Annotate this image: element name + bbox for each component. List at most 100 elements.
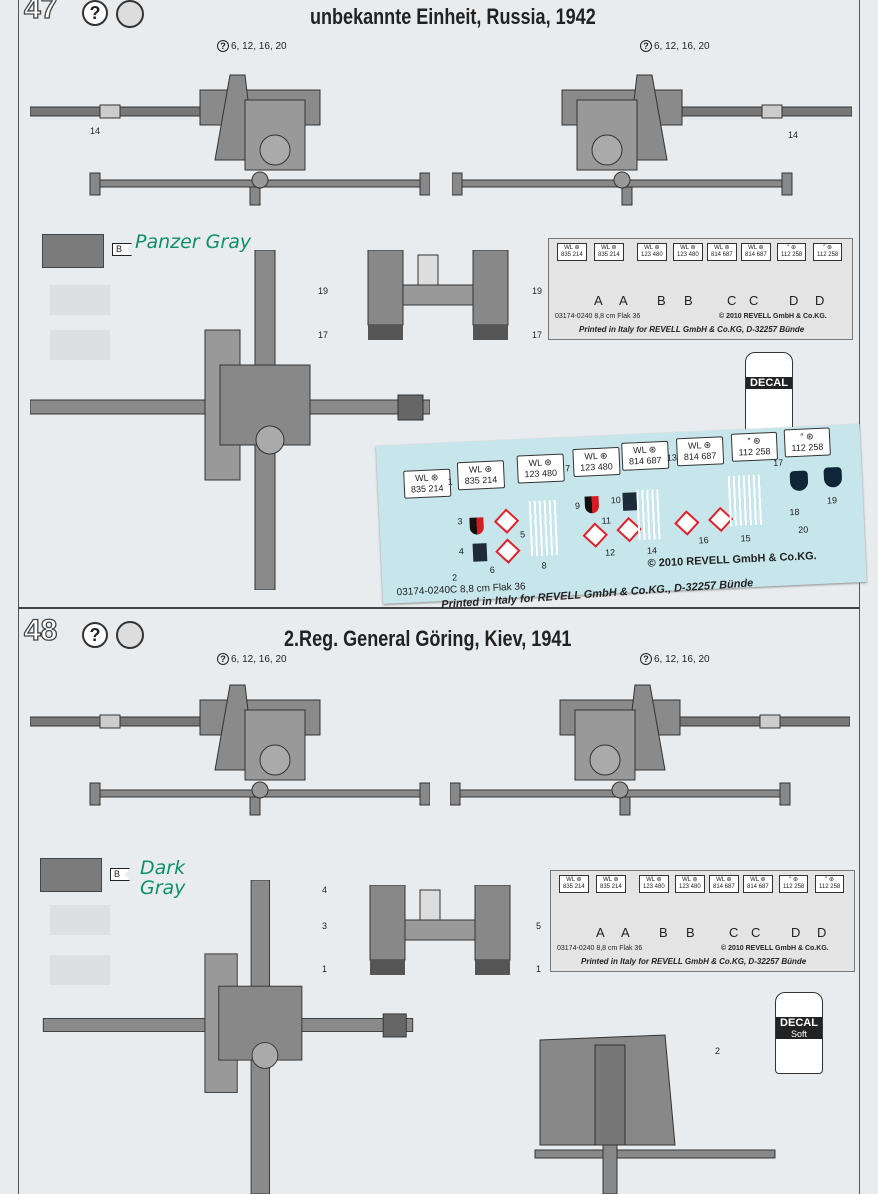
decal-callout-left: ?6, 12, 16, 20 bbox=[217, 40, 287, 52]
faded-swatch bbox=[50, 955, 110, 985]
decal-number: 7 bbox=[564, 463, 571, 474]
stripe-decal bbox=[528, 499, 560, 557]
decal-plate: WL ⊛ 814 687 bbox=[621, 440, 669, 471]
decal-plate: ″ ⊛ 112 258 bbox=[730, 431, 778, 462]
decal-number: 6 bbox=[489, 564, 495, 575]
faded-swatch bbox=[50, 285, 110, 315]
bottle-label: DECAL bbox=[746, 377, 792, 389]
decal-letter: A bbox=[596, 925, 605, 940]
decal-number: 16 bbox=[698, 535, 709, 546]
section-title: unbekannte Einheit, Russia, 1942 bbox=[310, 4, 596, 29]
diamond-decal bbox=[493, 508, 520, 534]
diamond-decal bbox=[674, 510, 700, 536]
step-number: 47 bbox=[23, 0, 58, 26]
stripe-decal bbox=[727, 474, 764, 527]
cuff-title-decal bbox=[823, 466, 843, 488]
decal-letter: B bbox=[684, 293, 693, 308]
decal-plate: WL ⊛ 835 214 bbox=[559, 875, 589, 893]
decal-plate: WL ⊛ 835 214 bbox=[596, 875, 626, 893]
decal-plate: WL ⊛ 814 687 bbox=[741, 243, 771, 261]
decal-plate: ″ ⊛ 112 258 bbox=[779, 875, 809, 893]
decal-letter: D bbox=[789, 293, 799, 308]
page-frame bbox=[18, 0, 860, 1194]
decal-number: 13 bbox=[666, 452, 678, 463]
decal-number: 11 bbox=[601, 515, 612, 526]
part-label: 17 bbox=[532, 330, 543, 340]
decal-plate: WL ⊛ 835 214 bbox=[557, 243, 587, 261]
decal-plate: WL ⊛ 814 687 bbox=[675, 436, 724, 467]
decal-number: 8 bbox=[541, 560, 547, 571]
gun-side-view-right bbox=[450, 665, 850, 825]
decal-printed: Printed in Italy for REVELL GmbH & Co.KG… bbox=[579, 325, 805, 334]
decal-plate: WL ⊛ 123 480 bbox=[516, 453, 565, 484]
part-label: 4 bbox=[322, 885, 328, 895]
section-title: 2.Reg. General Göring, Kiev, 1941 bbox=[284, 626, 572, 651]
gun-rear-view bbox=[534, 1034, 776, 1194]
decal-plate: WL ⊛ 835 214 bbox=[403, 468, 451, 499]
decal-letter: C bbox=[751, 925, 761, 940]
decal-letter: C bbox=[727, 293, 737, 308]
bottle-label: DECAL bbox=[776, 1017, 822, 1029]
help-icon: ? bbox=[82, 622, 108, 648]
part-label: 14 bbox=[90, 126, 101, 136]
decal-number: 12 bbox=[604, 547, 616, 558]
decal-plate: WL ⊛ 123 480 bbox=[675, 875, 705, 893]
part-label: 1 bbox=[322, 964, 328, 974]
shield-decal bbox=[584, 495, 600, 514]
decal-soft-bottle: DECAL bbox=[745, 352, 793, 432]
decal-plate: WL ⊛ 814 687 bbox=[743, 875, 773, 893]
decal-plate: WL ⊛ 814 687 bbox=[709, 875, 739, 893]
decal-plate: WL ⊛ 835 214 bbox=[456, 460, 505, 491]
paint-swatch bbox=[42, 234, 104, 268]
decal-letter: A bbox=[619, 293, 628, 308]
decal-letter: A bbox=[594, 293, 603, 308]
gun-front-view bbox=[358, 250, 518, 340]
decal-copyright: © 2010 REVELL GmbH & Co.KG. bbox=[719, 313, 827, 320]
diamond-decal bbox=[495, 538, 521, 564]
part-label: 3 bbox=[322, 921, 328, 931]
decal-callout-left: ?6, 12, 16, 20 bbox=[217, 653, 287, 665]
paint-swatch bbox=[40, 858, 102, 892]
shield-decal bbox=[469, 517, 485, 535]
decal-number: 15 bbox=[740, 533, 751, 544]
help-icon: ? bbox=[82, 0, 108, 26]
decal-number: 4 bbox=[458, 546, 465, 557]
decal-number: 17 bbox=[772, 457, 784, 468]
decal-number: 2 bbox=[451, 572, 458, 583]
decal-plate: WL ⊛ 123 480 bbox=[637, 243, 667, 261]
assembly-icon bbox=[116, 621, 144, 649]
decal-letter: B bbox=[686, 925, 695, 940]
decal-number: 20 bbox=[798, 524, 809, 535]
step-number: 48 bbox=[23, 613, 58, 647]
faded-swatch bbox=[50, 905, 110, 935]
assembly-icon bbox=[116, 0, 144, 28]
decal-code: 03174-0240 8,8 cm Flak 36 bbox=[557, 945, 643, 952]
decal-sheet-diagram: WL ⊛ 835 214 WL ⊛ 835 214 WL ⊛ 123 480 W… bbox=[548, 238, 853, 340]
decal-code: 03174-0240 8,8 cm Flak 36 bbox=[555, 313, 641, 320]
decal-number: 10 bbox=[610, 494, 621, 506]
oak-leaf-decal bbox=[472, 543, 488, 562]
handwritten-note: Panzer Gray bbox=[135, 231, 252, 253]
decal-plate: WL ⊛ 123 480 bbox=[673, 243, 703, 261]
part-label: 5 bbox=[536, 921, 542, 931]
section-divider bbox=[18, 607, 860, 609]
part-label: 1 bbox=[536, 964, 542, 974]
decal-letter: B bbox=[659, 925, 668, 940]
decal-plate: WL ⊛ 814 687 bbox=[707, 243, 737, 261]
decal-sheet-photo: WL ⊛ 835 214 WL ⊛ 835 214 WL ⊛ 123 480 W… bbox=[376, 424, 867, 611]
part-label: 19 bbox=[318, 286, 329, 296]
decal-number: 14 bbox=[646, 545, 658, 556]
decal-letter: A bbox=[621, 925, 630, 940]
decal-plate: ″ ⊛ 112 258 bbox=[813, 243, 843, 261]
decal-number: 1 bbox=[447, 476, 453, 487]
decal-letter: D bbox=[791, 925, 801, 940]
part-label: 2 bbox=[715, 1046, 721, 1056]
gun-front-view bbox=[360, 885, 520, 975]
stripe-decal bbox=[636, 489, 661, 541]
decal-plate: WL ⊛ 835 214 bbox=[594, 243, 624, 261]
decal-callout-right: ?6, 12, 16, 20 bbox=[640, 40, 710, 52]
diamond-decal bbox=[582, 522, 608, 548]
decal-plate: WL ⊛ 123 480 bbox=[572, 446, 621, 478]
decal-letter: B bbox=[657, 293, 666, 308]
